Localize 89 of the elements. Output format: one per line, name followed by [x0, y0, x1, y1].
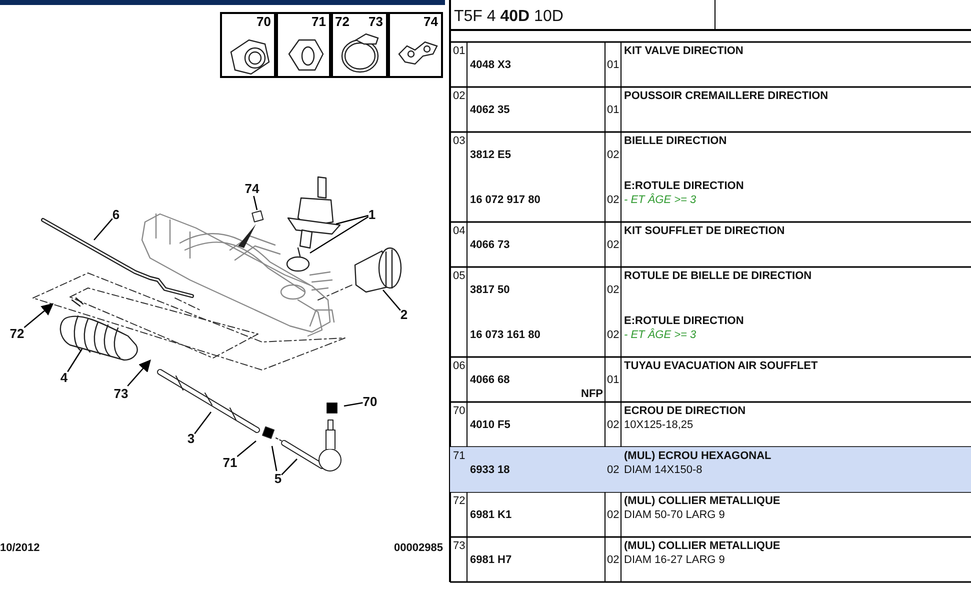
applicability-note: - ET ÂGE >= 3 — [624, 329, 696, 342]
quantity: 02 — [607, 329, 620, 342]
part-reference: 16 072 917 80 — [470, 194, 540, 207]
status-code: NFP — [581, 388, 603, 401]
row-number: 06 — [453, 360, 466, 373]
part-reference: 16 073 161 80 — [470, 329, 540, 342]
row-number: 01 — [453, 45, 466, 58]
quantity: 02 — [607, 464, 620, 477]
part-specification: DIAM 50-70 LARG 9 — [624, 509, 725, 522]
part-description: (MUL) COLLIER METALLIQUE — [624, 540, 780, 553]
callout-number: 73 — [368, 15, 383, 29]
quantity: 02 — [607, 149, 620, 162]
part-reference: 4010 F5 — [470, 419, 510, 432]
callout-number: 72 — [10, 326, 24, 341]
part-thumbnail-panel — [276, 12, 331, 78]
part-reference: 3817 50 — [470, 284, 510, 297]
quantity: 01 — [607, 59, 620, 72]
callout-number: 4 — [60, 370, 68, 385]
row-number: 05 — [453, 270, 466, 283]
quantity: 01 — [607, 104, 620, 117]
leader-line — [310, 216, 369, 254]
part-description: BIELLE DIRECTION — [624, 135, 727, 148]
part-thumbnail-panel — [220, 12, 276, 78]
leader-line — [253, 196, 258, 210]
callout-number: 2 — [400, 307, 408, 322]
row-number: 03 — [453, 135, 466, 148]
part-reference: 6933 18 — [470, 464, 510, 477]
leader-line — [94, 218, 113, 240]
part-reference: 4066 73 — [470, 239, 510, 252]
callout-number: 71 — [312, 15, 326, 29]
callout-number: 74 — [424, 15, 438, 29]
quantity: 02 — [607, 284, 620, 297]
date: 10/2012 — [0, 542, 40, 555]
part-description: TUYAU EVACUATION AIR SOUFFLET — [624, 360, 818, 373]
leader-line — [236, 440, 256, 458]
callout-number: 70 — [256, 15, 271, 29]
quantity: 02 — [607, 509, 620, 522]
callout-number: 6 — [112, 207, 120, 222]
model-code: T5F 4 40D 10D — [454, 8, 564, 26]
leader-line — [344, 402, 363, 407]
leader-line — [382, 290, 401, 311]
callout-number: 5 — [274, 471, 282, 486]
quantity: 02 — [607, 419, 620, 432]
row-number: 72 — [453, 495, 466, 508]
part-description: E:ROTULE DIRECTION — [624, 315, 744, 328]
leader-line — [194, 412, 212, 434]
part-description: (MUL) COLLIER METALLIQUE — [624, 495, 780, 508]
callout-number: 72 — [335, 15, 350, 29]
callout-number: 74 — [244, 181, 260, 196]
part-thumbnail-panel — [388, 12, 443, 78]
drawing-number: 00002985 — [394, 542, 443, 555]
quantity: 02 — [607, 554, 620, 567]
part-specification: DIAM 16-27 LARG 9 — [624, 554, 725, 567]
applicability-note: - ET ÂGE >= 3 — [624, 194, 696, 207]
part-description: E:ROTULE DIRECTION — [624, 180, 744, 193]
leader-line — [271, 446, 278, 472]
leader-line — [336, 214, 369, 225]
part-thumbnail-panel — [331, 12, 388, 78]
quantity: 01 — [607, 374, 620, 387]
row-number: 73 — [453, 540, 466, 553]
part-reference: 6981 K1 — [470, 509, 512, 522]
row-number: 04 — [453, 225, 466, 238]
part-description: POUSSOIR CREMAILLERE DIRECTION — [624, 90, 828, 103]
part-description: ECROU DE DIRECTION — [624, 405, 746, 418]
row-number: 71 — [453, 450, 466, 463]
leader-line — [67, 348, 83, 372]
leader-line — [24, 303, 54, 328]
quantity: 02 — [607, 194, 620, 207]
leader-line — [127, 360, 151, 386]
callout-number: 73 — [114, 386, 128, 401]
callout-number: 71 — [222, 455, 238, 470]
part-specification: 10X125-18,25 — [624, 419, 694, 432]
leader-line — [281, 458, 298, 476]
part-description: KIT SOUFFLET DE DIRECTION — [624, 225, 785, 238]
callout-number: 1 — [368, 207, 376, 222]
part-reference: 4066 68 — [470, 374, 510, 387]
part-reference: 6981 H7 — [470, 554, 512, 567]
part-description: (MUL) ECROU HEXAGONAL — [624, 450, 772, 463]
callout-number: 3 — [187, 431, 195, 446]
part-reference: 3812 E5 — [470, 149, 511, 162]
row-number: 02 — [453, 90, 466, 103]
callout-number: 70 — [362, 394, 378, 409]
part-specification: DIAM 14X150-8 — [624, 464, 702, 477]
quantity: 02 — [607, 239, 620, 252]
row-number: 70 — [453, 405, 466, 418]
part-description: ROTULE DE BIELLE DE DIRECTION — [624, 270, 812, 283]
part-reference: 4062 35 — [470, 104, 510, 117]
part-reference: 4048 X3 — [470, 59, 511, 72]
part-description: KIT VALVE DIRECTION — [624, 45, 744, 58]
